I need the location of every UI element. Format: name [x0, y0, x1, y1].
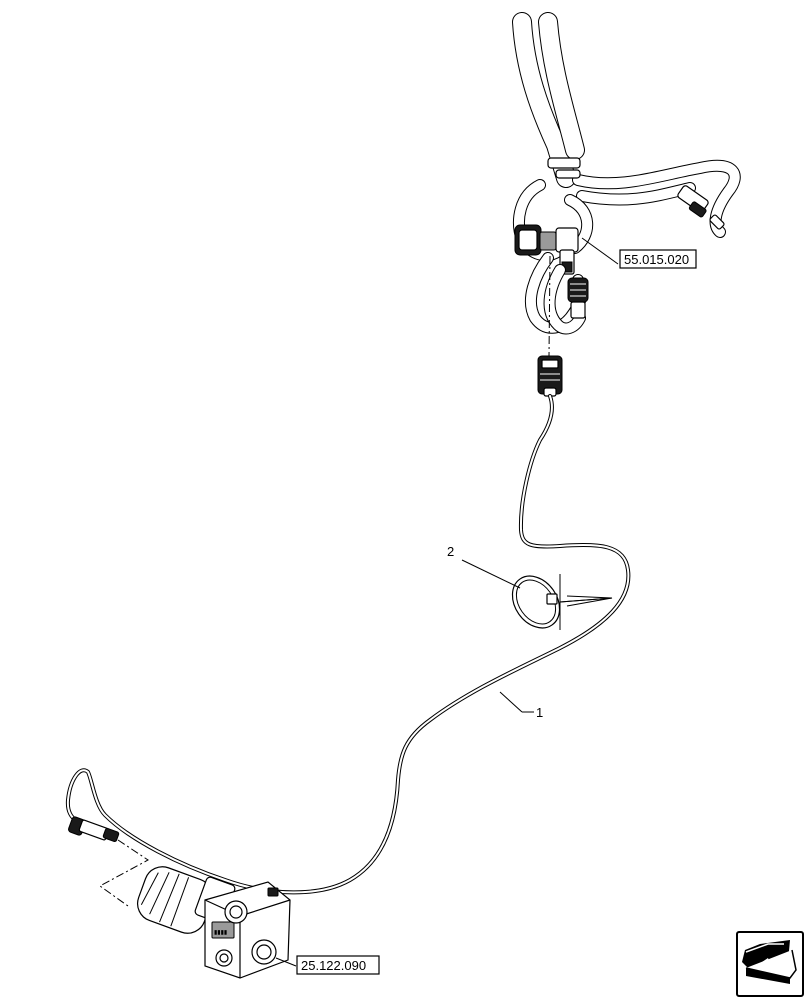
svg-text:▮▮▮▮: ▮▮▮▮ [214, 930, 227, 936]
reference-valve[interactable]: 25.122.090 [301, 958, 366, 973]
hose-clamp [547, 157, 581, 169]
reference-upper-harness[interactable]: 55.015.020 [624, 252, 689, 267]
harness-item-1 [65, 355, 631, 895]
harness-end-connector [68, 816, 120, 843]
connection-line-lower [99, 839, 149, 907]
connection-line-upper [548, 255, 551, 357]
cable-tie-item-2 [511, 574, 613, 630]
callout-2-label: 2 [447, 544, 454, 559]
right-connector [677, 185, 725, 230]
harness-top-connector [537, 355, 563, 397]
valve-assembly: ▮▮▮▮ [137, 866, 380, 979]
next-page-arrow-icon[interactable] [736, 931, 804, 997]
junction-connector [514, 224, 579, 275]
callout-2-leader [461, 559, 521, 589]
callout-1-label: 1 [536, 705, 543, 720]
upper-harness-assembly [512, 12, 741, 335]
hanging-connector [567, 277, 589, 319]
valve-body: ▮▮▮▮ [204, 881, 291, 979]
callout-1-leader [499, 691, 523, 713]
